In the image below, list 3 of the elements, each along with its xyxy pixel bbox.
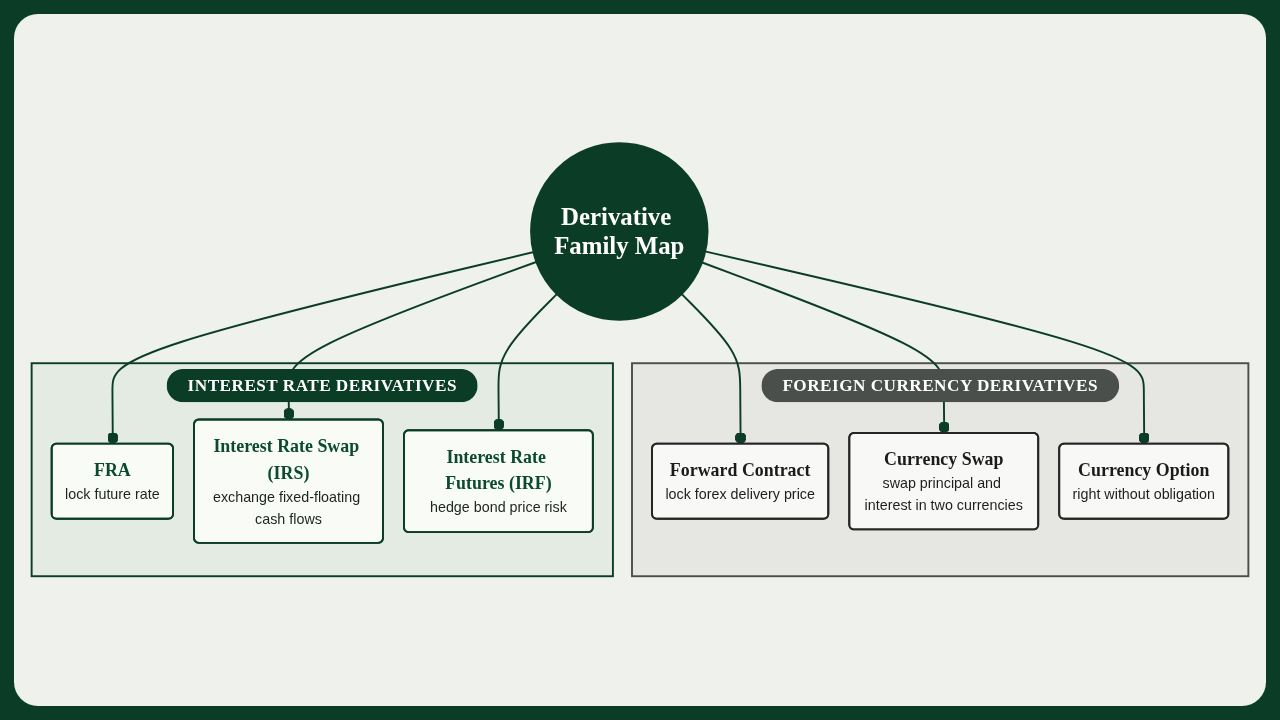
connector	[283, 260, 538, 421]
connector	[493, 292, 559, 432]
node-circle: Derivative Family Map	[530, 142, 709, 321]
